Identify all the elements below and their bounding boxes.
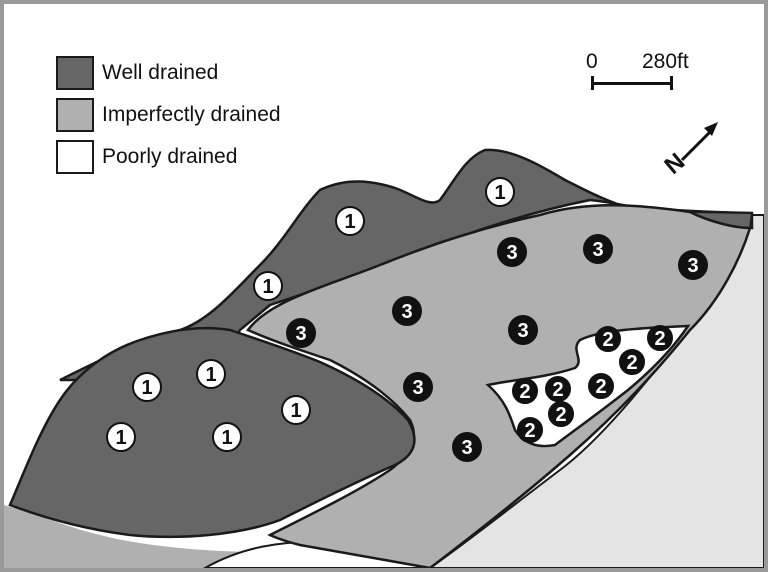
site-marker-number: 2	[654, 328, 665, 350]
site-marker-circle	[106, 422, 136, 452]
legend-label-imperfect: Imperfectly drained	[102, 103, 281, 126]
site-marker-circle	[619, 349, 645, 375]
site-marker-number: 3	[412, 377, 423, 399]
north-arrow-icon: N	[660, 122, 718, 178]
site-marker-number: 2	[519, 381, 530, 403]
site-marker-imperfect: 3	[508, 315, 538, 345]
site-marker-imperfect: 3	[583, 234, 613, 264]
site-marker-well: 1	[253, 271, 283, 301]
site-marker-number: 2	[524, 420, 535, 442]
site-marker-number: 1	[221, 427, 232, 449]
site-marker-circle	[678, 250, 708, 280]
site-marker-well: 1	[132, 372, 162, 402]
site-marker-number: 3	[401, 301, 412, 323]
site-marker-imperfect: 3	[497, 237, 527, 267]
site-marker-circle	[196, 359, 226, 389]
site-marker-number: 3	[461, 437, 472, 459]
site-marker-poor: 2	[545, 376, 571, 402]
site-marker-imperfect: 3	[286, 318, 316, 348]
site-marker-circle	[335, 206, 365, 236]
site-marker-number: 1	[262, 276, 273, 298]
site-marker-number: 2	[602, 329, 613, 351]
legend-label-well: Well drained	[102, 61, 219, 84]
site-marker-number: 2	[555, 404, 566, 426]
well-drained-lobe	[8, 326, 416, 539]
site-marker-number: 3	[506, 242, 517, 264]
legend-label-poor: Poorly drained	[102, 145, 238, 168]
scale-line	[592, 82, 672, 85]
scale-tick-start	[591, 76, 594, 90]
site-marker-circle	[132, 372, 162, 402]
site-marker-number: 1	[205, 364, 216, 386]
site-marker-circle	[508, 315, 538, 345]
site-marker-well: 1	[335, 206, 365, 236]
site-marker-well: 1	[212, 422, 242, 452]
site-marker-well: 1	[106, 422, 136, 452]
site-marker-circle	[452, 432, 482, 462]
site-marker-poor: 2	[588, 373, 614, 399]
site-marker-imperfect: 3	[452, 432, 482, 462]
site-marker-number: 3	[517, 320, 528, 342]
site-marker-poor: 2	[619, 349, 645, 375]
site-marker-circle	[212, 422, 242, 452]
scale-tick-end	[670, 76, 673, 90]
site-marker-number: 2	[626, 352, 637, 374]
site-marker-circle	[647, 325, 673, 351]
legend-swatch-well	[56, 56, 94, 90]
site-marker-poor: 2	[595, 326, 621, 352]
site-marker-imperfect: 3	[403, 372, 433, 402]
legend-item-imperfect: Imperfectly drained	[56, 94, 281, 136]
site-marker-number: 3	[687, 255, 698, 277]
site-marker-well: 1	[196, 359, 226, 389]
site-marker-circle	[548, 401, 574, 427]
site-marker-circle	[595, 326, 621, 352]
site-marker-imperfect: 3	[392, 296, 422, 326]
site-marker-circle	[512, 378, 538, 404]
site-marker-circle	[281, 395, 311, 425]
legend-swatch-imperfect	[56, 98, 94, 132]
site-marker-well: 1	[281, 395, 311, 425]
site-marker-number: 2	[552, 379, 563, 401]
site-marker-number: 3	[592, 239, 603, 261]
site-marker-number: 1	[290, 400, 301, 422]
site-marker-number: 1	[115, 427, 126, 449]
site-marker-poor: 2	[517, 417, 543, 443]
scale-bar: 0 280ft	[582, 46, 722, 96]
site-marker-circle	[588, 373, 614, 399]
site-marker-number: 1	[344, 211, 355, 233]
legend-swatch-poor	[56, 140, 94, 174]
site-marker-imperfect: 3	[678, 250, 708, 280]
site-marker-circle	[403, 372, 433, 402]
site-marker-circle	[286, 318, 316, 348]
site-marker-circle	[497, 237, 527, 267]
legend-item-well: Well drained	[56, 52, 281, 94]
site-marker-poor: 2	[512, 378, 538, 404]
site-marker-number: 1	[141, 377, 152, 399]
site-marker-poor: 2	[548, 401, 574, 427]
site-marker-well: 1	[485, 177, 515, 207]
site-marker-circle	[392, 296, 422, 326]
legend: Well drained Imperfectly drained Poorly …	[56, 52, 281, 178]
site-marker-circle	[253, 271, 283, 301]
site-marker-circle	[583, 234, 613, 264]
site-marker-circle	[545, 376, 571, 402]
site-marker-number: 2	[595, 376, 606, 398]
site-marker-circle	[517, 417, 543, 443]
scale-end-label: 280ft	[642, 50, 689, 73]
legend-item-poor: Poorly drained	[56, 136, 281, 178]
site-marker-circle	[485, 177, 515, 207]
site-marker-number: 3	[295, 323, 306, 345]
site-marker-number: 1	[494, 182, 505, 204]
site-marker-poor: 2	[647, 325, 673, 351]
scale-start-label: 0	[586, 50, 598, 73]
north-label: N	[660, 148, 691, 178]
